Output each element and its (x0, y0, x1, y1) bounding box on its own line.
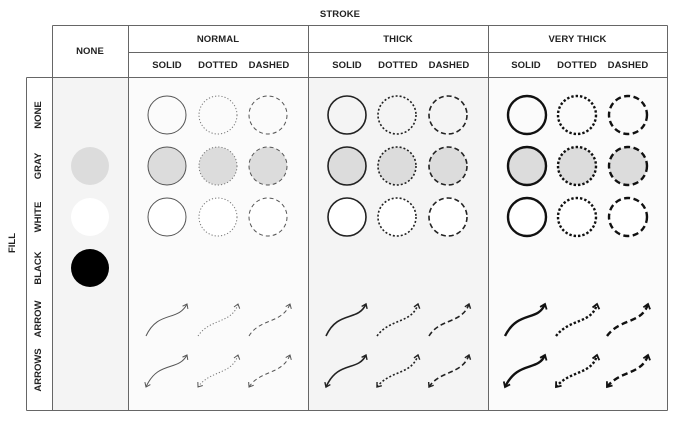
style-header-dotted: DOTTED (557, 60, 597, 71)
style-header-dashed: DASHED (248, 60, 290, 71)
style-header-dashed: DASHED (428, 60, 470, 71)
stroke-group-thick-header: THICK (383, 34, 413, 45)
style-header-solid: SOLID (511, 60, 541, 71)
stroke-group-very-thick-header: VERY THICK (548, 34, 607, 45)
stroke-title: STROKE (319, 9, 361, 20)
style-header-dotted: DOTTED (378, 60, 418, 71)
fill-none-header: NONE (76, 46, 104, 57)
stroke-group-normal-header: NORMAL (196, 34, 240, 45)
fill-swatch-black (71, 249, 109, 287)
style-header-solid: SOLID (332, 60, 362, 71)
style-header-dashed: DASHED (607, 60, 649, 71)
fill-swatch-gray (71, 147, 109, 185)
style-header-dotted: DOTTED (198, 60, 238, 71)
fill-swatch-white (71, 198, 109, 236)
style-header-solid: SOLID (152, 60, 182, 71)
fill-none-column-bg (52, 77, 128, 410)
